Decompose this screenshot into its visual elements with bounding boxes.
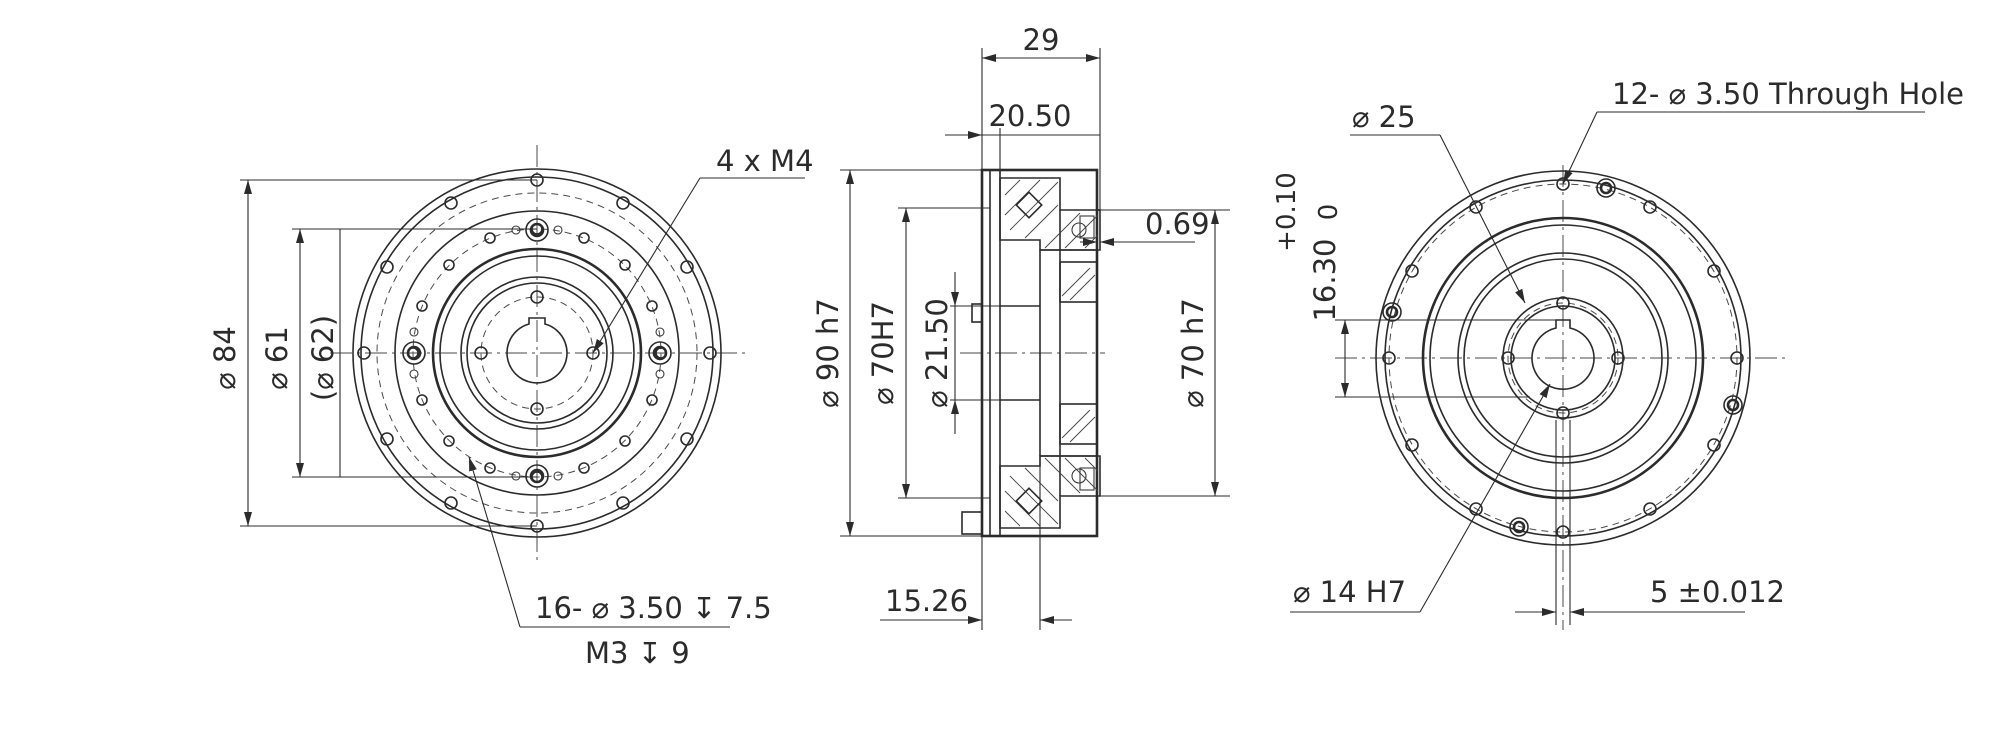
bolt-circle-outer — [376, 192, 698, 514]
label-key-width: 5 ±0.012 — [1650, 575, 1785, 609]
label-bore: ⌀ 14 H7 — [1293, 575, 1406, 609]
dim-label-21-50: ⌀ 21.50 — [920, 298, 954, 408]
inner-ring-circle — [394, 210, 680, 496]
dim-tol-lower: 0 — [1314, 204, 1344, 221]
label-mount-holes: 16- ⌀ 3.50 ↧ 7.5 — [535, 591, 772, 625]
bearing-roller — [1015, 191, 1043, 219]
outer-flange-inner-circle — [360, 176, 714, 530]
dim-label-84: ⌀ 84 — [208, 326, 242, 390]
label-tap-holes: 4 x M4 — [716, 144, 814, 178]
dim-label-0-69: 0.69 — [1145, 207, 1210, 241]
through-holes — [1382, 177, 1744, 539]
section-hatch-top — [999, 177, 1101, 251]
dim-label-16-30: 16.30 — [1308, 238, 1342, 321]
dim-label-61: ⌀ 61 — [260, 326, 294, 390]
leader-mount-holes — [468, 456, 521, 628]
front-view-left: ⌀ 84 ⌀ 61 (⌀ 62) 4 x M4 16- ⌀ 3.50 ↧ 7.5… — [208, 144, 814, 670]
hub-face-inner-circle — [466, 282, 608, 424]
dim-tol-upper: +0.10 — [1272, 172, 1302, 252]
tap-hole — [530, 402, 544, 416]
outer-flange-circle — [352, 168, 722, 538]
bore-keyway — [506, 317, 568, 384]
hub-outer-circle — [431, 247, 643, 459]
hub-circle — [1463, 258, 1663, 458]
shaft-inner-circle — [1510, 305, 1616, 411]
tap-hole — [530, 290, 544, 304]
bearing-roller — [1015, 487, 1043, 515]
tap-bolt-circle — [1507, 302, 1619, 414]
dim-label-15-26: 15.26 — [885, 584, 968, 618]
label-mount-thread: M3 ↧ 9 — [585, 636, 690, 670]
shaft-circle — [1502, 297, 1624, 419]
dim-label-29: 29 — [1023, 23, 1060, 57]
hub-face-circle — [460, 276, 614, 430]
bore-keyway — [1531, 319, 1595, 390]
leader-dia-25 — [1439, 134, 1526, 304]
screw-heads — [402, 218, 672, 488]
label-through-hole: 12- ⌀ 3.50 Through Hole — [1612, 77, 1964, 111]
section-hatch-bottom — [999, 455, 1101, 529]
tap-hole — [474, 346, 488, 360]
bolt-stub — [971, 303, 983, 323]
bolt-stub — [961, 511, 983, 535]
dim-label-70H7: ⌀ 70H7 — [866, 301, 900, 405]
screw-heads — [1382, 178, 1743, 537]
inner-ring-lower — [1059, 403, 1098, 445]
label-dia-25: ⌀ 25 — [1352, 100, 1416, 134]
dim-label-62: (⌀ 62) — [306, 315, 340, 401]
small-holes — [409, 225, 665, 481]
section-view: 29 20.50 0.69 ⌀ 90 h7 ⌀ 70H7 ⌀ 21.50 — [811, 23, 1230, 630]
dim-label-20-50: 20.50 — [988, 99, 1071, 133]
back-view-right: 12- ⌀ 3.50 Through Hole ⌀ 25 16.30 +0.10… — [1272, 77, 1964, 630]
housing-inner-circle — [1429, 224, 1697, 492]
hub-circle — [439, 255, 635, 451]
leader-through-hole — [1562, 111, 1598, 185]
hub-outer-circle — [1457, 252, 1669, 464]
dim-label-90: ⌀ 90 h7 — [811, 298, 845, 408]
outer-bolt-holes — [357, 173, 717, 533]
housing-circle — [1421, 216, 1705, 500]
inner-ring-upper — [1059, 261, 1098, 303]
leader-tap-holes — [592, 177, 701, 354]
dim-label-70h7: ⌀ 70 h7 — [1176, 298, 1210, 408]
leader-bore — [1419, 383, 1551, 613]
